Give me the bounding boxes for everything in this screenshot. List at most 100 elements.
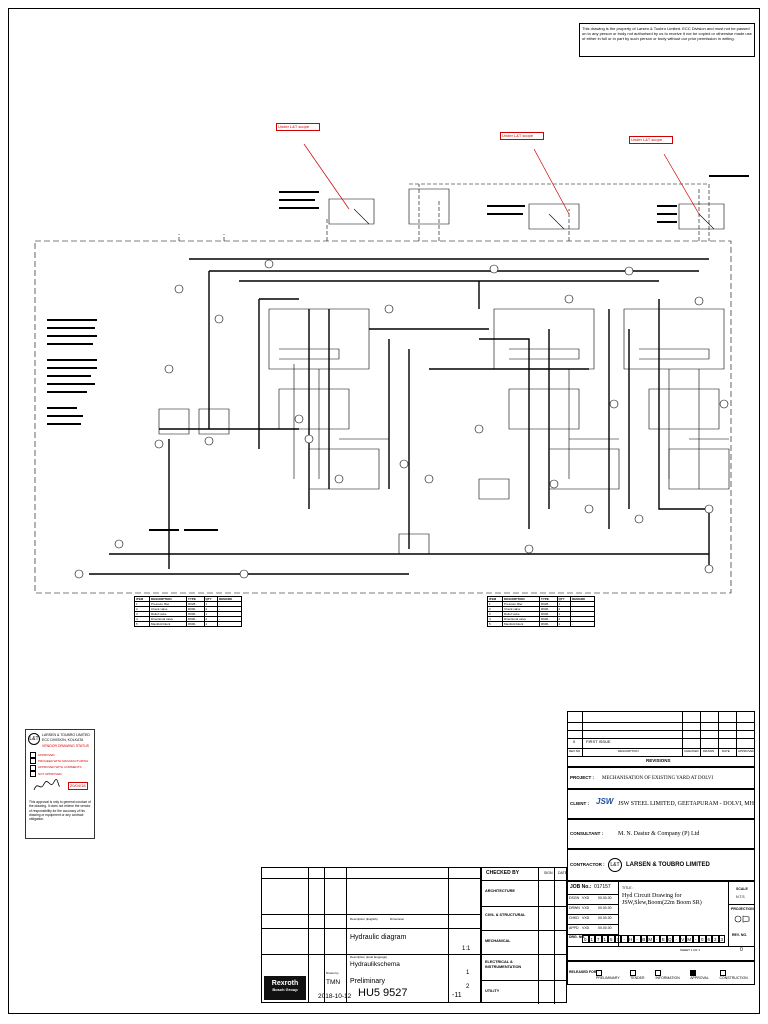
revisions-title: REVISIONS <box>646 758 671 763</box>
signoff-chkd-date: 00.00.00 <box>598 916 612 920</box>
scope-note-1: Under L&T scope <box>276 123 320 132</box>
drawing-sheet: This drawing is the property of Larsen &… <box>8 8 760 1014</box>
stamp-option-2: PROCEED WITH MANUFACTURING <box>30 758 88 765</box>
release-information: INFORMATION <box>655 970 686 980</box>
rev-col-no: REV.NO <box>569 749 581 753</box>
scope-note-1-text: Under L&T scope <box>278 124 310 129</box>
scale-value: N.T.S <box>736 895 745 899</box>
rexroth-desc-de-label: Description (local language) <box>350 955 388 959</box>
scope-note-3: Under L&T scope <box>629 136 673 145</box>
rexroth-group: Bosch Group <box>272 987 298 992</box>
drawing-number-digit: 7 <box>595 935 602 943</box>
rev-0: 0 <box>573 739 576 744</box>
rev-col-desc: DESCRIPTION <box>618 749 639 753</box>
release-tender: TENDER <box>630 970 651 980</box>
rexroth-sheet: 1 <box>466 970 470 976</box>
drawing-number-digit: 3 <box>718 935 725 943</box>
bom-left-cell: 5 <box>133 621 151 627</box>
bom-left-cell: Manifold block <box>149 621 187 627</box>
consultant-row: CONSULTANT : M. N. Dastur & Company (P) … <box>567 819 755 849</box>
project-label: PROJECT : <box>570 775 595 780</box>
consultant-label: CONSULTANT : <box>570 831 604 836</box>
bom-left-cell: 1 <box>203 621 219 627</box>
property-notice: This drawing is the property of Larsen &… <box>579 23 755 57</box>
hydraulic-schematic <box>34 143 749 594</box>
stamp-options: APPROVED PROCEED WITH MANUFACTURING APPR… <box>30 752 88 777</box>
drawing-number-digit: E <box>660 935 667 943</box>
signoff-chkd: CHKD <box>569 916 579 920</box>
drawing-number-digit: M <box>647 935 654 943</box>
released-for-row: RELEASED FOR PRELIMINARY TENDER INFORMAT… <box>567 961 755 985</box>
rev-col-checked: CHECKED <box>684 749 699 753</box>
signoff-dsgn-date: 00.00.00 <box>598 896 612 900</box>
client-row: CLIENT : JSW JSW STEEL LIMITED, GEETAPUR… <box>567 789 755 819</box>
signoff-appd-date: 00.00.00 <box>598 926 612 930</box>
project-row: PROJECT : MECHANISATION OF EXISTING YARD… <box>567 767 755 789</box>
check-utility: UTILITY <box>485 989 500 993</box>
rexroth-status: Preliminary <box>350 978 386 985</box>
rev-0-desc: FIRST ISSUE <box>586 739 611 744</box>
signoff-appd-by: VXD <box>582 926 590 930</box>
projection-icon <box>734 915 750 923</box>
approval-stamp: L&T LARSEN & TOUBRO LIMITED ECC DIVISION… <box>25 729 95 839</box>
drawing-number-digit: M <box>686 935 693 943</box>
consultant-value: M. N. Dastur & Company (P) Ltd <box>618 831 700 837</box>
signoff-chkd-by: VXD <box>582 916 590 920</box>
rev-col-date: DATE <box>722 749 730 753</box>
jsw-logo-icon: JSW <box>596 797 614 806</box>
rev-col-drawn: DRAWN <box>703 749 715 753</box>
signoff-drwn-date: 00.00.00 <box>598 906 612 910</box>
rexroth-desc-de: Hydraulikschema <box>350 961 400 968</box>
drg-no-label: DRG. NO. <box>569 935 585 939</box>
release-construction: CONSTRUCTION <box>719 970 754 980</box>
scope-note-2-text: Under L&T scope <box>502 133 534 138</box>
checked-by-sign-col: SIGN <box>544 871 553 875</box>
drawing-number-digit: Q <box>666 935 673 943</box>
drawing-number-digit: 1 <box>588 935 595 943</box>
drawing-number-digit: - <box>634 935 641 943</box>
job-block: JOB No.: 017157 TITLE : Hyd Circuit Draw… <box>567 881 755 961</box>
drawing-number-digit: H <box>627 935 634 943</box>
scale-label: SCALE <box>736 887 748 891</box>
client-value: JSW STEEL LIMITED, GEETAPURAM - DOLVI, M… <box>618 801 754 807</box>
checked-by-title: CHECKED BY <box>486 870 520 876</box>
drawing-title: Hyd Circuit Drawing for JSW,Slew,Boom(22… <box>622 893 702 907</box>
title-label: TITLE : <box>622 886 634 890</box>
drawing-number-digit: V <box>679 935 686 943</box>
rexroth-title-block: Description (English) Hydraulic diagram … <box>261 867 481 1003</box>
rexroth-desc-en-label: Description (English) <box>350 917 378 921</box>
check-civil: CIVIL & STRUCTURAL <box>485 913 526 917</box>
checked-by-date-col: DATE <box>558 871 568 875</box>
rexroth-drawn-label: Drawn by <box>326 971 339 975</box>
signoff-drwn: DRWN <box>569 906 580 910</box>
drawing-number-digit: 5 <box>608 935 615 943</box>
projection-label: PROJECTION <box>731 907 754 911</box>
job-label: JOB No.: <box>570 884 592 890</box>
stamp-option-4: NOT APPROVED <box>30 770 88 777</box>
contractor-row: CONTRACTOR : L&T LARSEN & TOUBRO LIMITED <box>567 849 755 881</box>
rexroth-drawn-by: TMN <box>326 979 341 986</box>
check-electrical: ELECTRICAL & INSTRUMENTATION <box>485 960 522 969</box>
bom-right-cell: - <box>570 621 595 627</box>
drawing-number-digit: - <box>653 935 660 943</box>
rev-no-label: REV. NO. <box>732 933 748 937</box>
scope-note-3-text: Under L&T scope <box>631 137 663 142</box>
drawing-number-digit: B <box>640 935 647 943</box>
signoff-appd: APPD <box>569 926 579 930</box>
release-approval: APPROVAL <box>690 970 715 980</box>
rexroth-brand: Rexroth <box>271 980 299 987</box>
bom-left-cell: R900.. <box>186 621 205 627</box>
drawing-number-digit: - <box>673 935 680 943</box>
rexroth-suffix: -11 <box>452 992 462 999</box>
signoff-dsgn: DSGN <box>569 896 580 900</box>
drawing-number-digit: 0 <box>582 935 589 943</box>
lt-logo-icon: L&T <box>28 733 40 745</box>
rexroth-sheets: 2 <box>466 984 470 990</box>
rexroth-drawing-no: HU5 9527 <box>358 987 408 999</box>
check-mechanical: MECHANICAL <box>485 939 511 943</box>
